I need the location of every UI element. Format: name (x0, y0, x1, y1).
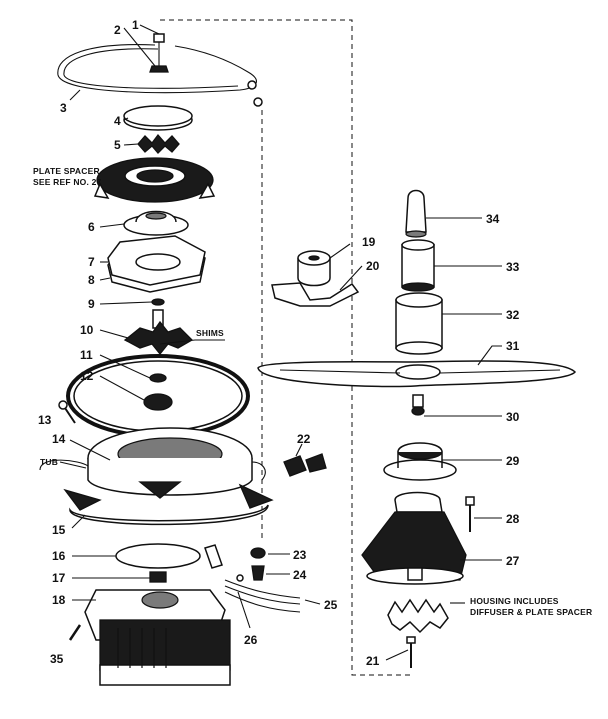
note-housing-2: DIFFUSER & PLATE SPACER (470, 607, 592, 617)
callout-17: 17 (52, 571, 66, 585)
callout-7: 7 (88, 255, 95, 269)
callout-32: 32 (506, 308, 520, 322)
leader-lines (59, 24, 502, 661)
part-34-nozzle (405, 189, 427, 238)
callout-15: 15 (52, 523, 66, 537)
callout-11: 11 (80, 348, 93, 362)
callout-34: 34 (486, 212, 500, 226)
callout-29: 29 (506, 454, 520, 468)
part-3-wire-loop (57, 44, 263, 107)
part-32-tube (395, 292, 443, 355)
diffuser (387, 598, 449, 634)
part-23-24-fasteners (250, 547, 266, 581)
callout-24: 24 (293, 568, 307, 582)
part-14-pump-base (87, 427, 253, 499)
callout-26: 26 (244, 633, 258, 647)
part-17-coupling (149, 571, 167, 583)
part-35-screw (68, 624, 82, 641)
callout-33: 33 (506, 260, 520, 274)
tub-outline (39, 459, 266, 481)
callout-23: 23 (293, 548, 307, 562)
part-9-washer (151, 298, 165, 306)
callout-4: 4 (114, 114, 121, 128)
callout-21: 21 (366, 654, 380, 668)
part-27-housing (361, 491, 467, 585)
callout-2: 2 (114, 23, 121, 37)
callout-8: 8 (88, 273, 95, 287)
callout-9: 9 (88, 297, 95, 311)
callout-25: 25 (324, 598, 338, 612)
part-11-12-gasket-seal (66, 354, 250, 438)
callout-1: 1 (132, 18, 139, 32)
callout-numbers: 1 2 3 4 5 6 7 8 9 10 11 12 13 14 15 16 1… (38, 18, 520, 668)
part-29-hub (383, 442, 457, 481)
note-tub: TUB (40, 457, 58, 467)
callout-20: 20 (366, 259, 380, 273)
annotation-notes: PLATE SPACER SEE REF NO. 27 SHIMS TUB HO… (33, 166, 592, 617)
part-15-bottom-plate (63, 483, 274, 526)
part-22-clamp (283, 453, 327, 477)
plate-spacer (93, 157, 216, 203)
note-shims: SHIMS (196, 328, 224, 338)
callout-35: 35 (50, 652, 64, 666)
part-16-disc (115, 543, 201, 569)
part-10-impeller (123, 309, 194, 356)
callout-22: 22 (297, 432, 311, 446)
callout-16: 16 (52, 549, 66, 563)
callout-3: 3 (60, 101, 67, 115)
part-5-gear (137, 133, 180, 154)
part-18-motor (84, 589, 231, 686)
callout-14: 14 (52, 432, 66, 446)
part-19-spacer (297, 250, 331, 287)
callout-19: 19 (362, 235, 376, 249)
part-4-disc (123, 105, 193, 131)
callout-13: 13 (38, 413, 52, 427)
part-31-spray-arm (257, 360, 577, 388)
part-33-tube (401, 239, 435, 292)
callout-5: 5 (114, 138, 121, 152)
callout-30: 30 (506, 410, 520, 424)
part-21-screw (406, 636, 416, 668)
callout-12: 12 (80, 369, 94, 383)
part-20-bracket (271, 282, 360, 307)
callout-6: 6 (88, 220, 95, 234)
wire-path-dashed (160, 19, 410, 676)
part-1-2-bolt-nut (149, 33, 169, 73)
part-7-8-plates (107, 235, 206, 293)
part-6-hub (123, 210, 189, 236)
callout-27: 27 (506, 554, 520, 568)
note-plate-spacer-1: PLATE SPACER (33, 166, 100, 176)
callout-31: 31 (506, 339, 520, 353)
part-25-26-wires-clip (204, 544, 301, 613)
part-13-screw (58, 400, 76, 424)
note-housing-1: HOUSING INCLUDES (470, 596, 559, 606)
note-plate-spacer-2: SEE REF NO. 27 (33, 177, 102, 187)
callout-28: 28 (506, 512, 520, 526)
callout-10: 10 (80, 323, 94, 337)
part-28-screw (465, 496, 475, 532)
callout-18: 18 (52, 593, 66, 607)
part-30-stem (411, 394, 425, 416)
